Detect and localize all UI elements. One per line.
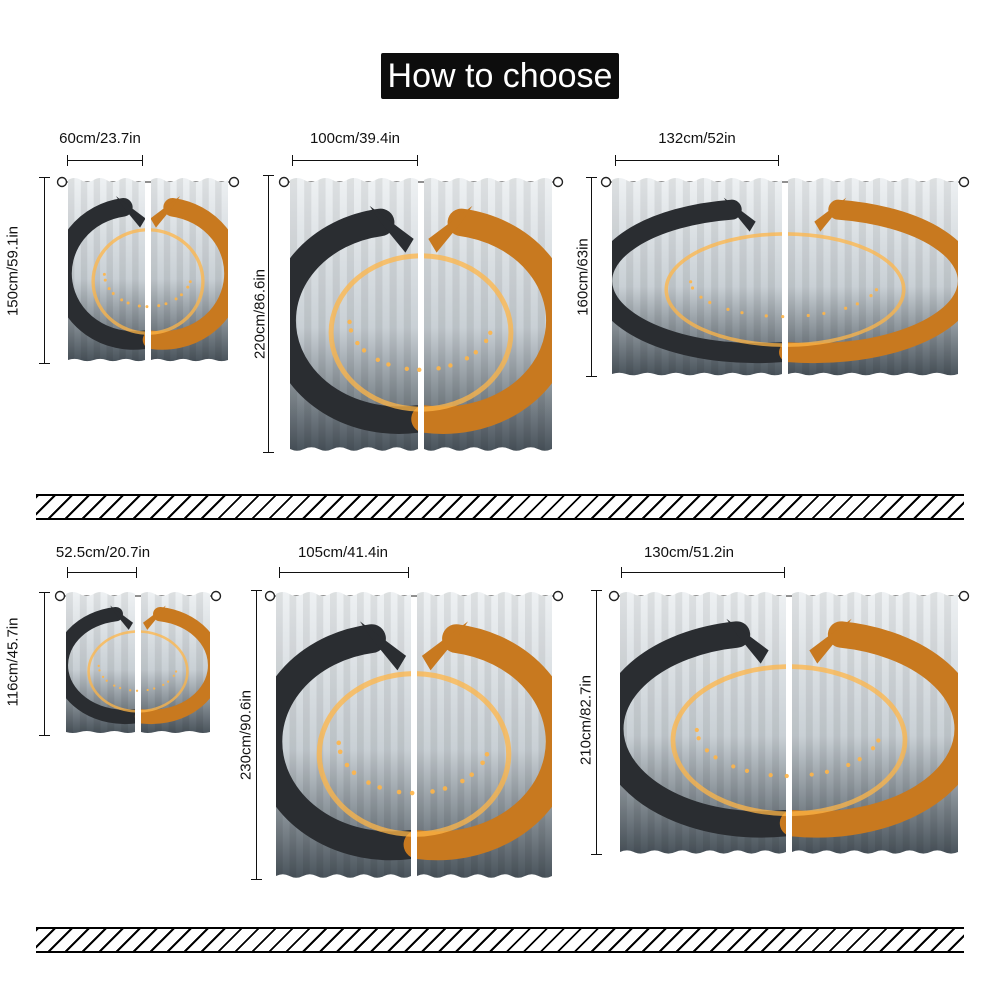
curtain-image	[606, 584, 972, 858]
curtain-image	[52, 584, 224, 738]
height-label: 230cm/90.6in	[237, 689, 255, 781]
width-label: 132cm/52in	[658, 130, 736, 147]
height-dimension-line	[591, 590, 602, 855]
width-label: 130cm/51.2in	[643, 544, 735, 561]
hatched-divider-bottom	[36, 927, 964, 953]
hatched-divider	[36, 494, 964, 520]
width-dimension-line	[615, 155, 779, 166]
width-dimension-line	[67, 155, 143, 166]
width-label: 52.5cm/20.7in	[55, 544, 151, 561]
width-dimension-line	[621, 567, 785, 578]
height-label: 116cm/45.7in	[4, 617, 22, 707]
curtain-image	[276, 170, 566, 455]
curtain-image	[598, 170, 972, 380]
curtain-image	[54, 170, 242, 366]
width-label: 60cm/23.7in	[59, 130, 141, 147]
height-dimension-line	[263, 175, 274, 453]
width-label: 100cm/39.4in	[309, 130, 401, 147]
height-dimension-line	[39, 592, 50, 736]
width-dimension-line	[279, 567, 409, 578]
width-label: 105cm/41.4in	[297, 544, 389, 561]
page-title: How to choose	[381, 53, 619, 99]
height-label: 150cm/59.1in	[4, 225, 22, 317]
height-dimension-line	[586, 177, 597, 377]
height-label: 210cm/82.7in	[577, 674, 595, 766]
height-dimension-line	[39, 177, 50, 364]
height-dimension-line	[251, 590, 262, 880]
height-label: 220cm/86.6in	[251, 268, 269, 360]
curtain-image	[262, 584, 566, 882]
width-dimension-line	[292, 155, 418, 166]
width-dimension-line	[67, 567, 137, 578]
height-label: 160cm/63in	[574, 238, 592, 316]
